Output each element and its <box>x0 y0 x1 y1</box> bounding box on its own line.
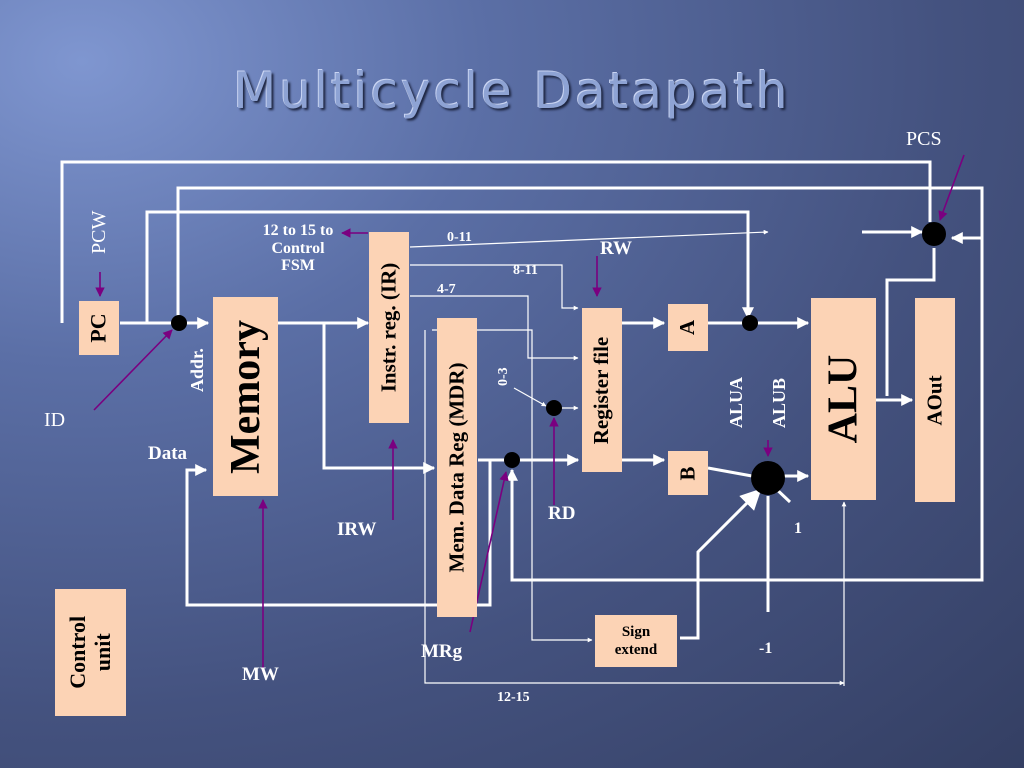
field-0-11-label: 0-11 <box>447 230 472 245</box>
alub-mux <box>751 461 785 495</box>
control-unit-label-2: unit <box>90 633 116 672</box>
control-fsm-label-1: 12 to 15 to <box>262 222 334 239</box>
rd-label: RD <box>548 503 576 524</box>
b-to-mux-wire <box>707 466 753 478</box>
ir-label: Instr. reg. (IR) <box>376 262 401 393</box>
ir-field-0-3-wire <box>513 387 547 407</box>
aout-label: AOut <box>922 374 947 426</box>
one-label: 1 <box>794 520 802 537</box>
pc-label: PC <box>85 313 111 343</box>
bus-top-wire <box>176 186 984 582</box>
addr-label: Addr. <box>187 348 207 392</box>
a-register: A <box>668 304 708 351</box>
mw-label: MW <box>242 664 279 685</box>
pcs-label: PCS <box>906 128 942 150</box>
pc-register: PC <box>79 301 119 355</box>
mrg-label: MRg <box>421 641 463 662</box>
pc-bus-to-alua-wire <box>145 210 754 323</box>
regfile-label: Register file <box>589 336 614 444</box>
rd-mux <box>546 400 562 416</box>
pcw-label: PCW <box>88 210 110 254</box>
memory-to-mdr-wire <box>322 323 436 474</box>
field-4-7-label: 4-7 <box>437 282 456 297</box>
a-label: A <box>675 319 700 336</box>
sign-extend-label-2: extend <box>614 642 658 658</box>
id-signal-line <box>93 329 173 411</box>
alub-label: ALUB <box>769 377 789 428</box>
pcs-mux <box>922 222 946 246</box>
b-label: B <box>675 465 700 481</box>
ir-field-4-7-wire <box>410 295 579 361</box>
alua-mux <box>742 315 758 331</box>
ir-12-15-wire <box>424 330 845 686</box>
memory-data-register: Mem. Data Reg (MDR) <box>437 318 477 617</box>
memory-label: Memory <box>222 319 269 474</box>
rw-label: RW <box>600 238 633 259</box>
pcs-signal-line <box>938 154 965 221</box>
instruction-register: Instr. reg. (IR) <box>369 232 409 423</box>
field-0-3-label: 0-3 <box>496 367 511 386</box>
slide-title: Multicycle Datapath <box>233 62 791 120</box>
control-unit-label-1: Control <box>65 616 91 689</box>
memory-block: Memory <box>213 297 278 496</box>
alu-to-mux-wire <box>885 248 936 396</box>
pc-feedback-wire <box>60 160 932 323</box>
id-label: ID <box>44 409 66 431</box>
register-file: Register file <box>582 308 622 472</box>
data-loop-wire <box>185 460 492 607</box>
data-label: Data <box>148 443 188 464</box>
alu-label: ALU <box>820 354 867 444</box>
alua-label: ALUA <box>726 376 746 428</box>
field-12-15-label: 12-15 <box>497 690 530 705</box>
ir-field-0-11-wire <box>409 229 769 248</box>
ir-low-field-wire <box>432 329 593 643</box>
irw-label: IRW <box>337 519 377 540</box>
control-fsm-label: 12 to 15 to Control FSM <box>252 222 344 275</box>
sign-extend-block: Sign extend <box>595 615 677 667</box>
b-register: B <box>668 451 708 495</box>
aout-register: AOut <box>915 298 955 502</box>
alu-block: ALU <box>811 298 876 500</box>
ir-field-8-11-wire <box>410 264 579 311</box>
minus-one-label: -1 <box>759 640 773 657</box>
mdr-mux <box>504 452 520 468</box>
addr-mux <box>171 315 187 331</box>
field-8-11-label: 8-11 <box>513 263 538 278</box>
mdr-label: Mem. Data Reg (MDR) <box>444 362 469 573</box>
sign-extend-label-1: Sign <box>621 624 651 640</box>
control-fsm-label-3: FSM <box>281 257 315 275</box>
signext-to-mux-wire <box>680 488 762 640</box>
control-unit: Control unit <box>55 589 126 716</box>
control-fsm-label-2: Control <box>271 239 325 257</box>
